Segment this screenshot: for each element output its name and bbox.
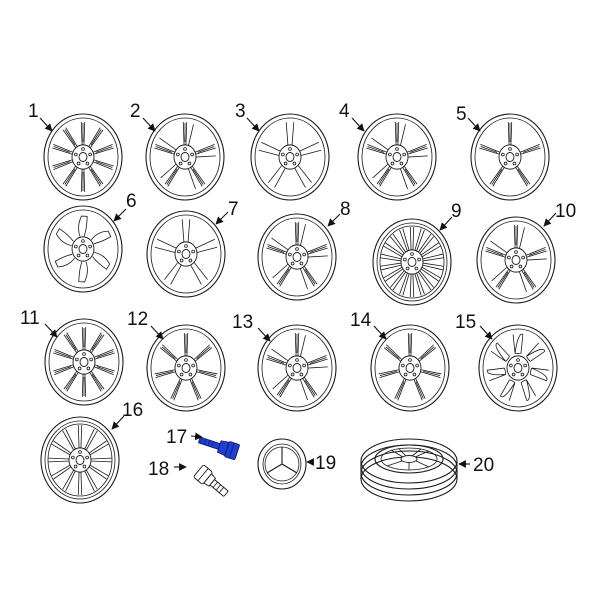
leader-line-13 [257, 327, 271, 342]
callout-17: 17 [166, 427, 187, 448]
callout-18: 18 [148, 459, 169, 480]
wheel-15-drawing [478, 324, 558, 412]
wheel-11-drawing [44, 318, 124, 406]
callout-12: 12 [127, 309, 148, 330]
wheel-11[interactable]: 11 [20, 308, 124, 406]
callout-19: 19 [315, 453, 336, 474]
wheel-8-drawing [257, 213, 337, 301]
callout-9: 9 [451, 201, 462, 222]
wheel-10-drawing [476, 216, 556, 304]
callout-8: 8 [340, 199, 351, 220]
callout-3: 3 [235, 101, 246, 122]
callout-15: 15 [455, 312, 476, 333]
wheel-7-drawing [146, 210, 226, 298]
wheel-bolt-18[interactable]: 18 [148, 459, 231, 500]
wheel-15[interactable]: 15 [455, 312, 558, 412]
wheel-4-drawing [357, 113, 437, 201]
leader-line-8 [327, 213, 341, 227]
leader-line-14 [373, 325, 387, 340]
leader-line-17 [190, 432, 203, 441]
callout-6: 6 [126, 191, 137, 212]
callout-16: 16 [122, 400, 143, 421]
callout-20: 20 [473, 455, 494, 476]
callout-4: 4 [339, 101, 350, 122]
wheel-1[interactable]: 1 [28, 101, 123, 201]
wheel-bolt-18-drawing [193, 464, 229, 497]
wheel-7[interactable]: 7 [146, 199, 239, 298]
tire-assembly-20[interactable]: 20 [360, 438, 494, 502]
leader-line-10 [543, 212, 557, 227]
wheel-16-drawing [40, 416, 120, 504]
leader-line-9 [439, 216, 453, 231]
wheel-3-drawing [250, 113, 330, 201]
callout-1: 1 [28, 101, 39, 122]
wheel-12[interactable]: 12 [127, 309, 226, 412]
wheel-8[interactable]: 8 [257, 199, 351, 301]
center-cap-19[interactable]: 19 [257, 438, 336, 490]
wheel-5-drawing [470, 113, 550, 201]
wheel-12-drawing [146, 324, 226, 412]
leader-line-6 [113, 208, 127, 222]
leader-line-7 [215, 211, 229, 225]
bolt-18-shank [209, 479, 229, 497]
wheel-16[interactable]: 16 [40, 400, 143, 504]
wheel-1-drawing [43, 113, 123, 201]
leader-line-2 [142, 117, 156, 132]
wheel-3[interactable]: 3 [235, 101, 330, 201]
wheel-2[interactable]: 2 [130, 101, 225, 201]
wheel-9-drawing [372, 218, 452, 306]
leader-line-3 [246, 117, 260, 132]
wheel-6-drawing [43, 205, 123, 293]
bolt-18-seat [203, 473, 217, 487]
leader-line-4 [351, 117, 365, 132]
tire-assembly-20-drawing [360, 438, 458, 502]
leader-line-11 [44, 323, 58, 338]
wheel-6[interactable]: 6 [43, 191, 137, 293]
wheel-2-drawing [145, 113, 225, 201]
leader-line-1 [39, 117, 53, 132]
bolt-17-head [224, 441, 240, 460]
wheel-bolt-17[interactable]: 17 [166, 427, 240, 460]
callout-10: 10 [555, 201, 576, 222]
wheel-10[interactable]: 10 [476, 201, 576, 304]
wheel-14-drawing [370, 324, 450, 412]
leader-line-16 [111, 415, 125, 430]
wheel-5[interactable]: 5 [456, 104, 550, 201]
wheel-4[interactable]: 4 [339, 101, 437, 201]
callout-13: 13 [232, 312, 253, 333]
leader-line-15 [479, 325, 493, 340]
callout-7: 7 [228, 199, 239, 220]
wheel-13-drawing [257, 324, 337, 412]
callout-14: 14 [350, 310, 372, 331]
wheel-13[interactable]: 13 [232, 312, 337, 412]
leader-line-5 [467, 117, 481, 132]
wheel-9[interactable]: 9 [372, 201, 462, 306]
callout-5: 5 [456, 104, 467, 125]
leader-line-12 [150, 325, 164, 340]
wheel-14[interactable]: 14 [350, 310, 450, 412]
callout-11: 11 [20, 308, 40, 329]
callout-2: 2 [130, 101, 141, 122]
center-cap-19-drawing [257, 438, 307, 490]
wheel-bolt-17-drawing [198, 436, 240, 460]
